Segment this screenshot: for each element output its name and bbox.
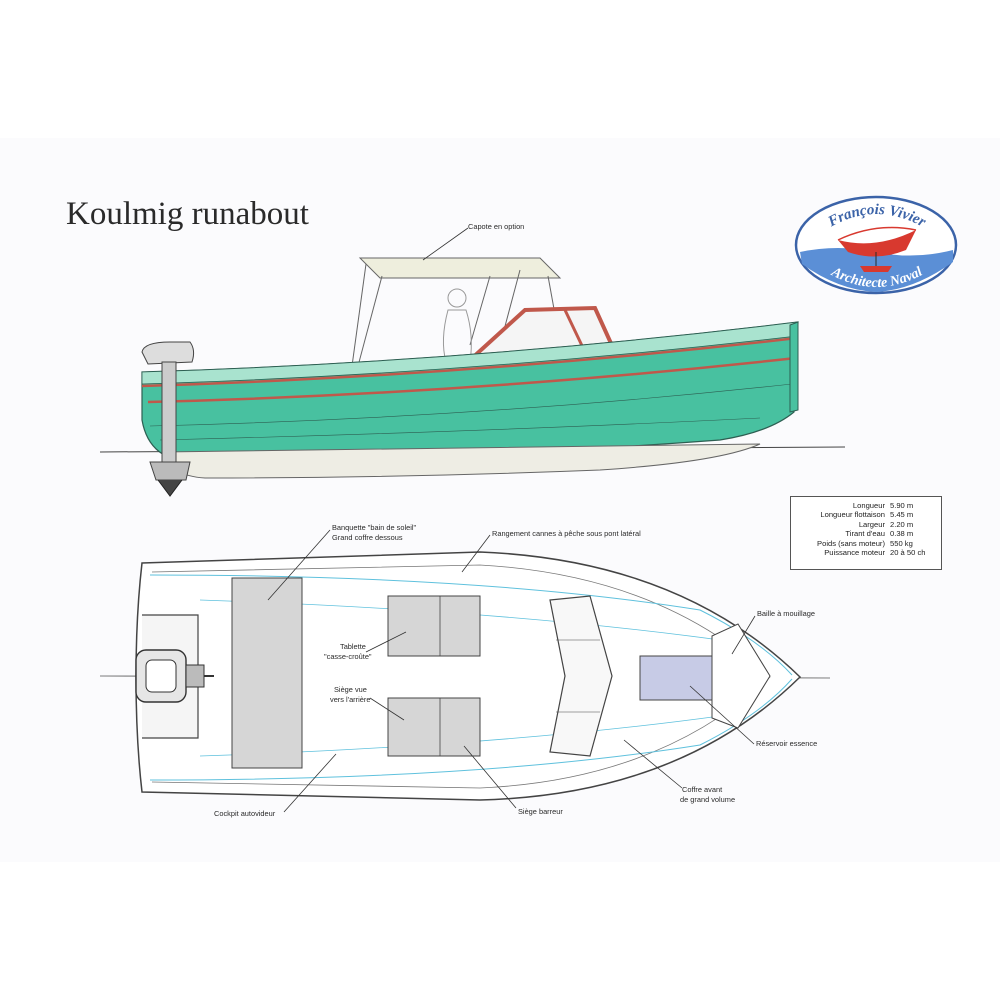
anchor-locker xyxy=(711,623,771,729)
spec-value: 5.45 m xyxy=(890,510,914,520)
spec-row: Longueur flottaison 5.45 m xyxy=(795,510,937,519)
plan-label-reservoir: Réservoir essence xyxy=(689,685,817,748)
svg-text:Baille à mouillage: Baille à mouillage xyxy=(757,609,815,618)
helmsman-figure xyxy=(442,288,472,363)
plan-label-siege-barreur: Siège barreur xyxy=(463,745,563,816)
spec-row: Tirant d'eau 0.38 m xyxy=(795,529,937,538)
architect-logo: François Vivier Architecte Naval xyxy=(794,195,958,295)
plan-label-tablette: Tablette "casse-croûte" xyxy=(324,631,407,661)
hull-bottom xyxy=(161,443,761,479)
spec-label: Longueur flottaison xyxy=(820,510,885,520)
spec-row: Longueur 5.90 m xyxy=(795,501,937,510)
svg-text:Capote en option: Capote en option xyxy=(468,222,524,231)
plan-label-rangement: Rangement cannes à pêche sous pont latér… xyxy=(461,529,641,573)
page-title: Koulmig runabout xyxy=(66,196,309,232)
front-seat-lower xyxy=(387,697,481,757)
spec-value: 2.20 m xyxy=(890,519,914,529)
spec-value: 550 kg xyxy=(890,538,913,548)
spec-label: Largeur xyxy=(858,519,885,529)
svg-text:Rangement cannes à pêche sous: Rangement cannes à pêche sous pont latér… xyxy=(492,529,641,538)
svg-text:Coffre avant: Coffre avant xyxy=(682,785,722,794)
spec-value: 20 à 50 ch xyxy=(890,548,926,558)
spec-row: Poids (sans moteur) 550 kg xyxy=(795,539,937,548)
profile-view xyxy=(99,257,846,497)
svg-text:Cockpit autovideur: Cockpit autovideur xyxy=(214,809,276,818)
front-seat-upper xyxy=(387,595,481,657)
spec-row: Puissance moteur 20 à 50 ch xyxy=(795,548,937,557)
spec-label: Longueur xyxy=(852,501,885,510)
svg-text:vers l'arrière: vers l'arrière xyxy=(330,695,370,704)
svg-text:Tablette: Tablette xyxy=(340,642,366,651)
plan-label-cockpit: Cockpit autovideur xyxy=(214,753,337,818)
plan-label-siege-vue: Siège vue vers l'arrière xyxy=(330,685,405,721)
svg-text:Siège vue: Siège vue xyxy=(334,685,367,694)
bimini-top xyxy=(351,257,562,367)
plan-view xyxy=(99,551,831,801)
plan-label-banquette: Banquette "bain de soleil" Grand coffre … xyxy=(267,523,417,601)
sunbed-banquette xyxy=(231,577,303,769)
spec-label: Poids (sans moteur) xyxy=(817,538,885,548)
plan-label-coffre: Coffre avant de grand volume xyxy=(623,739,735,804)
spec-row: Largeur 2.20 m xyxy=(795,520,937,529)
svg-text:Siège barreur: Siège barreur xyxy=(518,807,563,816)
svg-text:de grand volume: de grand volume xyxy=(680,795,735,804)
spec-label: Puissance moteur xyxy=(824,548,885,558)
spec-label: Tirant d'eau xyxy=(845,529,885,539)
svg-text:"casse-croûte": "casse-croûte" xyxy=(324,652,372,661)
svg-text:Grand coffre dessous: Grand coffre dessous xyxy=(332,533,403,542)
svg-text:Banquette "bain de soleil": Banquette "bain de soleil" xyxy=(332,523,417,532)
profile-label-capote: Capote en option xyxy=(422,222,524,261)
spec-value: 0.38 m xyxy=(890,529,914,539)
console-windscreen xyxy=(549,595,613,757)
plan-label-baille: Baille à mouillage xyxy=(731,609,815,655)
spec-value: 5.90 m xyxy=(890,501,914,510)
fuel-tank xyxy=(639,655,713,701)
outboard-motor-profile xyxy=(141,341,195,497)
svg-text:Réservoir essence: Réservoir essence xyxy=(756,739,817,748)
outboard-motor-plan xyxy=(135,649,214,703)
